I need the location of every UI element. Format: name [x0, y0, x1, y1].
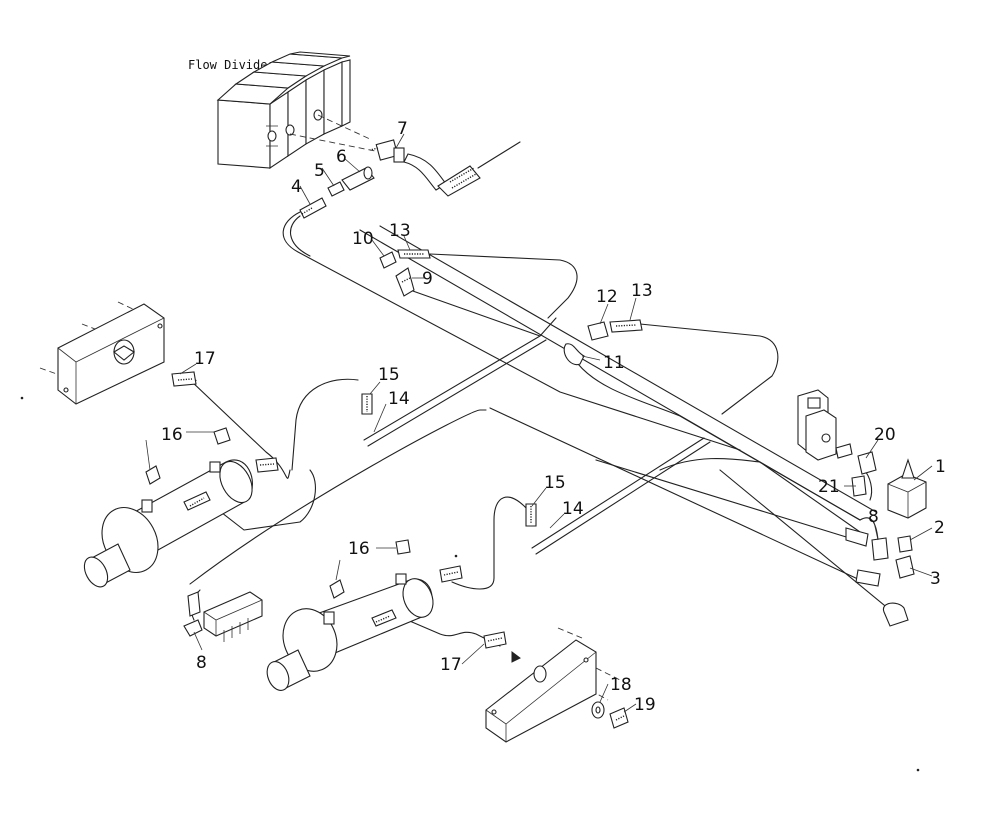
- fitting-11: [563, 343, 585, 366]
- hose-elbow: [403, 141, 521, 197]
- callout-17-lower: 17: [440, 655, 462, 675]
- callout-12: 12: [596, 287, 618, 307]
- callout-20: 20: [874, 425, 896, 445]
- fitting-15-lower: [525, 503, 537, 527]
- solenoid-valve: [797, 389, 837, 461]
- callout-14-lower: 14: [562, 499, 584, 519]
- callout-13-right: 13: [631, 281, 653, 301]
- valve-block-1: [887, 458, 927, 519]
- tee-fitting-7: [369, 139, 405, 163]
- fitting-13-right: [609, 319, 643, 333]
- hydraulic-cylinder-left: [83, 459, 253, 588]
- nut-5: [327, 181, 345, 197]
- bolt-19: [609, 707, 629, 729]
- callout-15-upper: 15: [378, 365, 400, 385]
- callout-8-lower: 8: [196, 653, 207, 673]
- fitting-8-right: [845, 527, 915, 627]
- fitting-20-21: [835, 443, 877, 497]
- fitting-17-upper: [171, 371, 197, 387]
- callout-1: 1: [935, 457, 946, 477]
- washer-18: [591, 701, 605, 719]
- fitting-12: [587, 321, 609, 341]
- callout-11: 11: [603, 353, 625, 373]
- fitting-lower-cyl-port: [439, 565, 463, 583]
- callout-21: 21: [818, 477, 840, 497]
- hose-lines: [189, 211, 891, 647]
- leader-lines: [145, 133, 933, 713]
- flow-divider-block: [216, 51, 351, 170]
- hydraulic-cylinder-lower: [266, 573, 434, 691]
- callout-3: 3: [930, 569, 941, 589]
- adapter-6: [341, 166, 375, 191]
- fitting-upper-cyl-port: [255, 457, 279, 473]
- callout-18: 18: [610, 675, 632, 695]
- fitting-17-lower: [483, 631, 507, 649]
- fitting-13-upper: [397, 249, 431, 259]
- callout-16-lower: 16: [348, 539, 370, 559]
- fitting-15-upper: [361, 393, 373, 415]
- callout-15-lower: 15: [544, 473, 566, 493]
- callout-2: 2: [934, 518, 945, 538]
- callout-4: 4: [291, 177, 302, 197]
- flow-divider-title: Flow Divider: [188, 58, 275, 72]
- fitting-16-lower: [329, 539, 411, 599]
- fitting-10: [379, 251, 397, 269]
- callout-19: 19: [634, 695, 656, 715]
- callout-17-upper: 17: [194, 349, 216, 369]
- callout-14-upper: 14: [388, 389, 410, 409]
- callout-5: 5: [314, 161, 325, 181]
- fitting-4: [299, 197, 327, 219]
- callout-16-upper: 16: [161, 425, 183, 445]
- mounting-plate-lower: [485, 639, 597, 743]
- callout-9: 9: [422, 269, 433, 289]
- callout-7: 7: [397, 119, 408, 139]
- callout-13-upper: 13: [389, 221, 411, 241]
- fitting-16-upper: [145, 427, 231, 485]
- manifold-block: [203, 591, 263, 642]
- callout-10: 10: [352, 229, 374, 249]
- callout-6: 6: [336, 147, 347, 167]
- callouts: 4 5 6 7 10 13 9 12 13 11 17 15 14 16 20 …: [161, 119, 946, 715]
- callout-8-right: 8: [868, 507, 879, 527]
- fitting-9: [395, 267, 415, 297]
- mounting-plate-upper: [57, 303, 165, 405]
- fitting-8-lower: [183, 591, 203, 637]
